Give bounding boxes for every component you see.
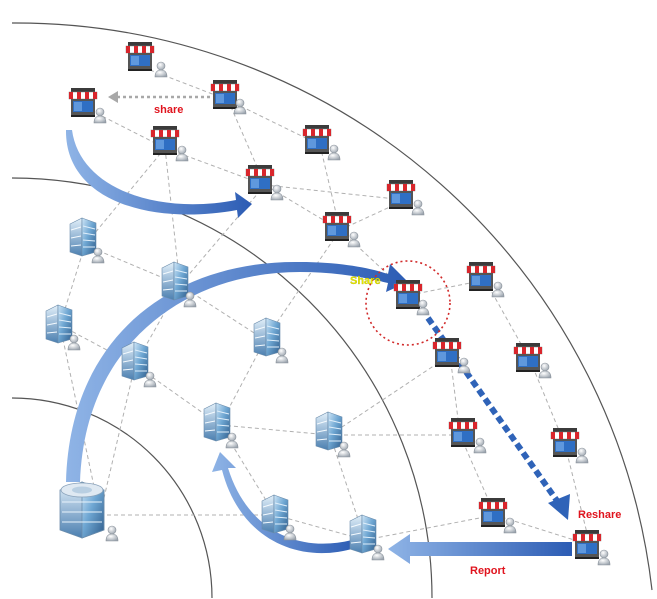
office-node — [45, 304, 81, 351]
store-node — [150, 125, 189, 162]
office-node — [69, 217, 105, 264]
reshare-label: Reshare — [578, 509, 621, 521]
store-nodes — [68, 41, 611, 566]
office-node — [121, 341, 157, 388]
store-node — [466, 261, 505, 298]
outer-arc — [11, 22, 653, 591]
arrow-office-loop — [212, 452, 355, 554]
headquarters-node — [59, 481, 119, 542]
office-node — [253, 317, 289, 364]
office-node — [203, 402, 239, 449]
store-node — [393, 279, 430, 316]
highlight-circle — [365, 260, 451, 346]
share-label: share — [154, 104, 183, 116]
store-node — [386, 179, 425, 216]
store-node — [478, 497, 517, 534]
store-node — [302, 124, 341, 161]
store-node — [572, 529, 611, 566]
arrow-hq-to-share-store — [66, 261, 408, 482]
store-node — [210, 79, 247, 115]
arrow-report — [388, 534, 572, 564]
concentric-arcs — [11, 22, 653, 599]
arrow-share-to-store — [65, 130, 252, 218]
arrow-share-dotted — [108, 91, 210, 103]
store-node — [432, 337, 471, 374]
store-node — [125, 41, 168, 78]
store-node — [513, 342, 552, 379]
store-node — [245, 164, 284, 201]
store-node — [68, 87, 107, 124]
flow-arrows — [65, 91, 572, 564]
store-node — [322, 211, 361, 248]
share-label-highlight: Share — [350, 275, 381, 287]
store-node — [448, 417, 487, 454]
store-node — [550, 427, 589, 464]
inner-arc — [11, 397, 213, 599]
report-label: Report — [470, 565, 506, 577]
